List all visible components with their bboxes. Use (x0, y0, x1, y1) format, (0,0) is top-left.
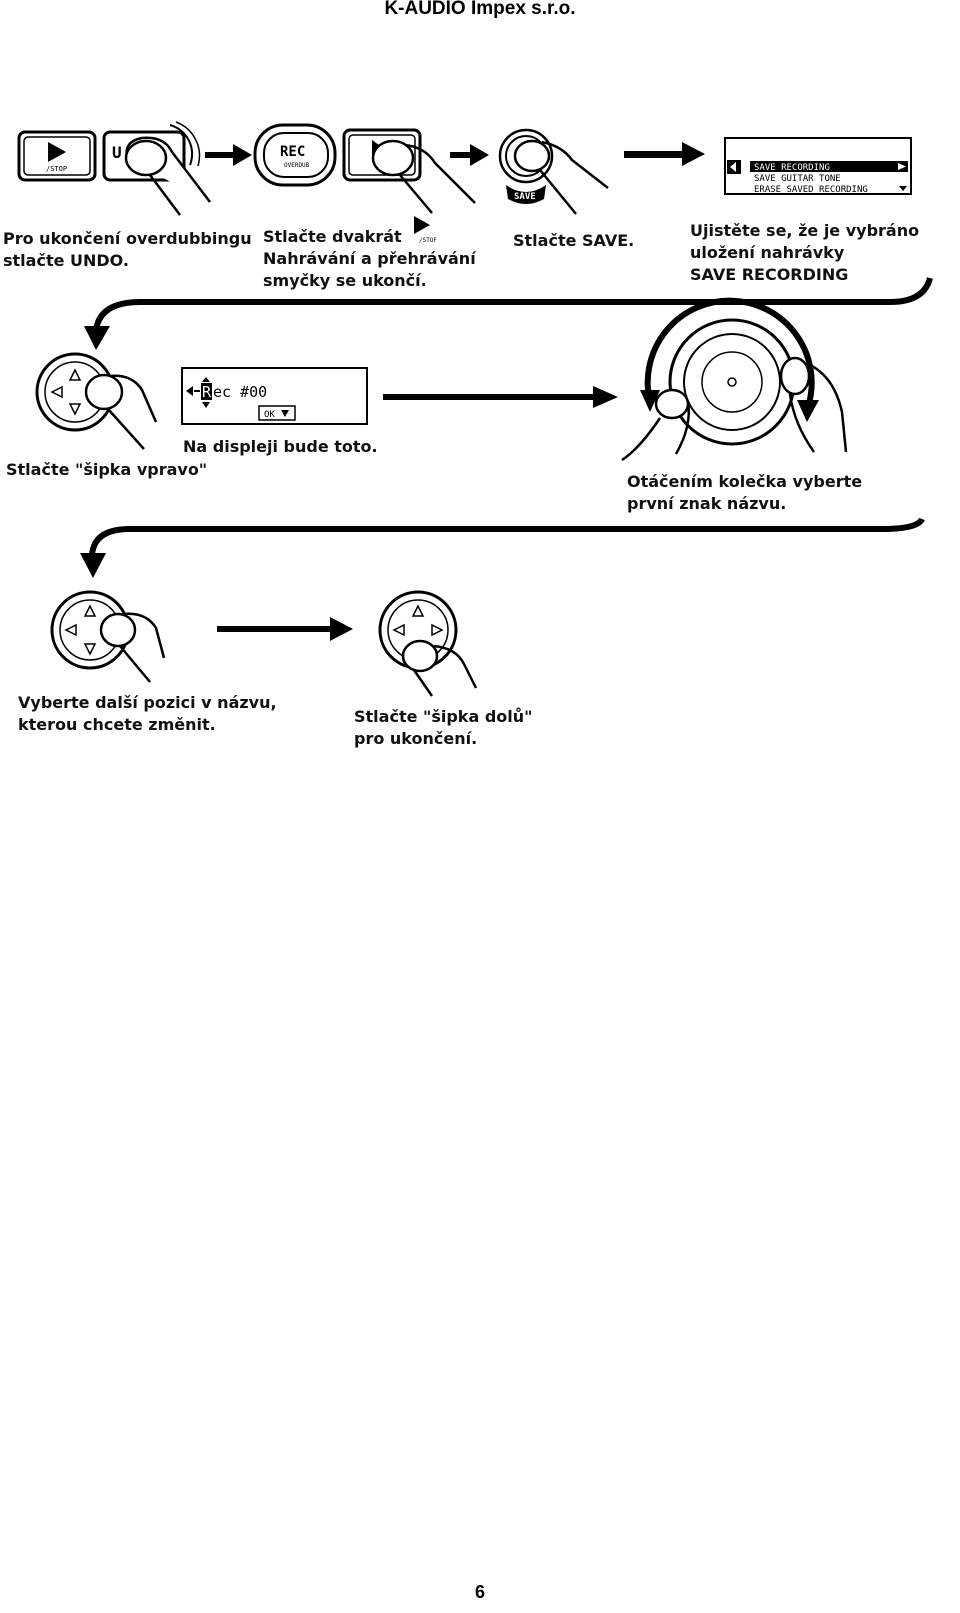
arrow-right-icon (205, 144, 252, 166)
finger-icon (84, 373, 158, 450)
arrow-left-icon (64, 623, 77, 637)
menu-item: SAVE GUITAR TONE (754, 174, 841, 184)
caption-line: Nahrávání a přehrávání (263, 249, 476, 268)
arrow-down-icon (281, 410, 289, 417)
step8-caption: Vyberte další pozici v názvu, kterou chc… (18, 692, 277, 736)
connector-arrow (89, 517, 925, 556)
play-stop-inline-icon: /STOP (414, 216, 436, 244)
arrow-down-icon (84, 326, 110, 350)
finger-icon (401, 639, 478, 697)
finger-icon (371, 139, 476, 214)
nav-pad (35, 352, 115, 432)
caption-line: Stlačte "šipka vpravo" (6, 460, 208, 479)
page-header: K-AUDIO Impex s.r.o. (384, 0, 576, 19)
caption-line: uložení nahrávky (690, 243, 845, 262)
caption-line: první znak názvu. (627, 494, 787, 513)
connector-arrow (93, 277, 933, 331)
arrow-left-icon (730, 162, 736, 172)
arrow-down-icon (80, 553, 106, 578)
ok-label: OK (264, 410, 275, 420)
caption-line: Stlačte SAVE. (513, 231, 635, 250)
arrow-up-icon (411, 604, 425, 617)
arrow-up-icon (68, 368, 82, 381)
menu-item: ERASE SAVED RECORDING (754, 185, 868, 195)
arrow-left-icon (186, 386, 193, 396)
caption-line: Pro ukončení overdubbingu (3, 229, 252, 248)
finger-icon (513, 139, 609, 215)
step6-caption: Na displeji bude toto. (183, 436, 378, 458)
step3-caption: Stlačte SAVE. (513, 230, 634, 252)
caption-line: smyčky se ukončí. (263, 271, 427, 290)
arrow-down-icon (202, 402, 210, 408)
caption-line: pro ukončení. (354, 729, 478, 748)
arrow-right-icon (431, 623, 444, 637)
svg-text:/STOP: /STOP (419, 237, 436, 244)
name-display: R ec #00 OK (181, 367, 368, 425)
step5-caption: Stlačte "šipka vpravo" (6, 459, 207, 481)
caption-line: Vyberte další pozici v názvu, (18, 693, 277, 712)
step7-caption: Otáčením kolečka vyberte první znak názv… (627, 471, 862, 515)
caption-line: Otáčením kolečka vyberte (627, 472, 863, 491)
play-stop-button: /STOP (17, 130, 97, 182)
name-first-char: R (202, 383, 212, 401)
overdub-label: OVERDUB (284, 162, 310, 169)
rec-overdub-button: REC OVERDUB (253, 123, 337, 187)
caption-line: stlačte UNDO. (3, 251, 129, 270)
arrow-right-icon (383, 386, 618, 408)
finger-icon (99, 612, 166, 683)
arrow-right-icon (450, 144, 489, 166)
caption-line: Stlačte "šipka dolů" (354, 707, 533, 726)
hand-icon (779, 356, 848, 453)
menu-display: SAVE RECORDING SAVE GUITAR TONE ERASE SA… (724, 137, 912, 195)
arrow-down-icon (797, 400, 819, 422)
arrow-left-icon (392, 623, 405, 637)
save-label: SAVE (514, 192, 536, 202)
arrow-down-icon (899, 186, 907, 191)
nav-pad (50, 590, 130, 670)
step4-caption: Ujistěte se, že je vybráno uložení nahrá… (690, 220, 919, 286)
play-stop-label: /STOP (46, 165, 67, 173)
arrow-down-icon (83, 643, 97, 656)
arrow-down-icon (640, 390, 660, 412)
name-rest: ec #00 (213, 383, 267, 401)
arrow-right-icon (898, 163, 906, 170)
page-number: 6 (474, 1582, 485, 1602)
hand-icon (621, 388, 690, 462)
finger-icon (124, 136, 211, 216)
arrow-up-icon (202, 377, 210, 382)
caption-line: kterou chcete změnit. (18, 715, 216, 734)
menu-item: SAVE RECORDING (754, 163, 830, 173)
arrow-left-icon (50, 385, 63, 399)
caption-line: Na displeji bude toto. (183, 437, 378, 456)
caption-line: Stlačte dvakrát (263, 227, 402, 246)
step1-caption: Pro ukončení overdubbingu stlačte UNDO. (3, 228, 252, 272)
caption-line: Ujistěte se, že je vybráno (690, 221, 920, 240)
rec-label: REC (280, 144, 305, 160)
caption-line: SAVE RECORDING (690, 265, 849, 284)
arrow-down-icon (68, 403, 82, 416)
step9-caption: Stlačte "šipka dolů" pro ukončení. (354, 706, 532, 750)
illustration-layer: /STOP U REC OVERDUB (17, 121, 933, 697)
step2-caption: Stlačte dvakrát Nahrávání a přehrávání s… (263, 226, 476, 292)
arrow-right-icon (624, 142, 705, 166)
play-icon (48, 142, 66, 162)
arrow-right-icon (217, 617, 353, 641)
arrow-up-icon (83, 604, 97, 617)
undo-label: U (112, 143, 122, 162)
